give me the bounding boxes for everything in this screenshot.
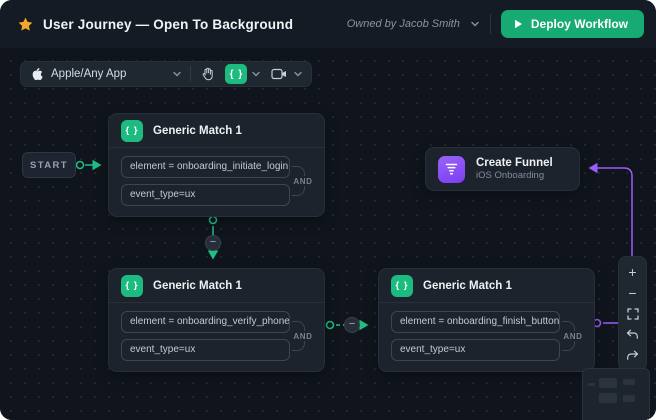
titlebar: User Journey — Open To Background Owned …: [0, 0, 656, 48]
redo-icon: [627, 350, 639, 360]
node-title: Generic Match 1: [423, 279, 512, 292]
node-title: Generic Match 1: [153, 124, 242, 137]
divider: [489, 14, 491, 34]
condition-row[interactable]: event_type=ux: [121, 339, 290, 361]
zoom-out-button[interactable]: −: [628, 284, 637, 301]
chevron-down-icon[interactable]: [251, 69, 261, 79]
recording-button[interactable]: [269, 68, 289, 80]
code-mode-button[interactable]: { }: [225, 64, 248, 84]
edge-operator-minus[interactable]: −: [344, 317, 360, 333]
minimap-start-node: [588, 383, 595, 386]
node-header: { } Generic Match 1: [379, 269, 594, 303]
operator-bracket: AND: [290, 156, 316, 206]
condition-row[interactable]: element = onboarding_verify_phone: [121, 311, 290, 333]
start-label: START: [30, 159, 68, 171]
node-generic-match-2[interactable]: { } Generic Match 1 element = onboarding…: [108, 268, 325, 372]
condition-row[interactable]: element = onboarding_finish_button: [391, 311, 560, 333]
apple-icon: [32, 68, 43, 81]
curly-braces-icon: { }: [229, 68, 244, 80]
minimap-node: [623, 395, 635, 402]
page-title: User Journey — Open To Background: [43, 16, 294, 32]
owned-by-label: Owned by Jacob Smith: [346, 18, 460, 30]
node-title: Create Funnel: [476, 157, 553, 169]
node-generic-match-3[interactable]: { } Generic Match 1 element = onboarding…: [378, 268, 595, 372]
chevron-down-icon[interactable]: [293, 69, 303, 79]
canvas-toolbar: Apple/Any App { }: [20, 61, 313, 87]
condition-row[interactable]: event_type=ux: [391, 339, 560, 361]
fit-view-button[interactable]: [622, 304, 643, 323]
pan-hand-button[interactable]: [199, 67, 217, 81]
deploy-workflow-button[interactable]: Deploy Workflow: [500, 10, 644, 38]
canvas-zoom-toolbar: + −: [618, 256, 647, 371]
minimap-node: [599, 378, 617, 388]
node-generic-match-1[interactable]: { } Generic Match 1 element = onboarding…: [108, 113, 325, 217]
minimap-node: [623, 379, 635, 385]
undo-icon: [626, 329, 638, 339]
fit-view-icon: [626, 307, 639, 320]
node-title: Generic Match 1: [153, 279, 242, 292]
chevron-down-icon[interactable]: [470, 19, 480, 29]
start-node[interactable]: START: [22, 152, 76, 178]
curly-braces-icon: { }: [391, 274, 413, 297]
funnel-icon: [438, 155, 465, 183]
node-subtitle: iOS Onboarding: [476, 170, 545, 181]
chevron-down-icon: [173, 71, 182, 77]
zoom-in-button[interactable]: +: [628, 263, 637, 280]
play-icon: [514, 19, 522, 29]
and-operator-label: AND: [293, 331, 313, 341]
app-selector-dropdown[interactable]: Apple/Any App: [31, 67, 182, 81]
deploy-workflow-label: Deploy Workflow: [530, 17, 628, 31]
video-camera-icon: [271, 68, 287, 80]
undo-button[interactable]: [622, 325, 643, 344]
minimap[interactable]: [582, 368, 650, 420]
divider: [190, 66, 192, 82]
edge-operator-minus[interactable]: −: [205, 235, 221, 251]
hand-icon: [203, 67, 214, 81]
curly-braces-icon: { }: [121, 119, 143, 142]
condition-row[interactable]: element = onboarding_initiate_login: [121, 156, 290, 178]
app-selector-label: Apple/Any App: [51, 68, 127, 80]
and-operator-label: AND: [563, 331, 583, 341]
node-header: { } Generic Match 1: [109, 269, 324, 303]
workflow-canvas[interactable]: − − Apple/Any App: [0, 48, 656, 420]
star-icon[interactable]: [18, 17, 33, 32]
curly-braces-icon: { }: [121, 274, 143, 297]
operator-bracket: AND: [560, 311, 586, 361]
operator-bracket: AND: [290, 311, 316, 361]
condition-row[interactable]: event_type=ux: [121, 184, 290, 206]
node-create-funnel[interactable]: Create Funnel iOS Onboarding: [425, 147, 580, 191]
minimap-node: [599, 393, 617, 403]
and-operator-label: AND: [293, 176, 313, 186]
node-header: { } Generic Match 1: [109, 114, 324, 148]
redo-button[interactable]: [622, 346, 643, 365]
